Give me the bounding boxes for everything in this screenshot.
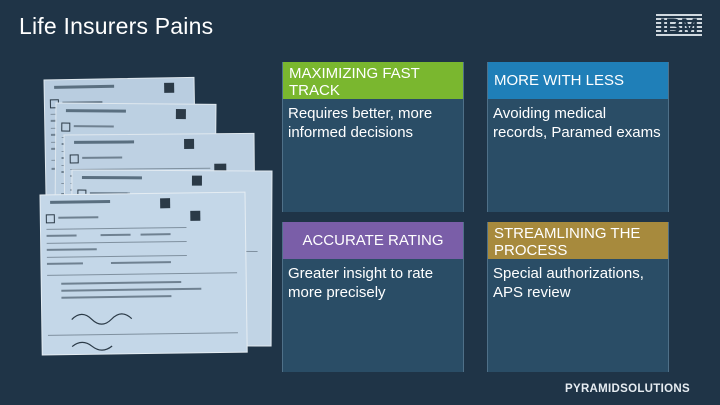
svg-text:IBM: IBM [660, 15, 699, 38]
card-accurate-rating-header: ACCURATE RATING [283, 222, 463, 259]
card-fast-track-body: Requires better, more informed decisions [288, 105, 433, 141]
card-accurate-rating: ACCURATE RATING Greater insight to rate … [282, 222, 464, 372]
pyramid-solutions-logo: PYRAMIDSOLUTIONS [565, 383, 690, 395]
card-accurate-rating-title: ACCURATE RATING [302, 232, 444, 249]
card-more-with-less: MORE WITH LESS Avoiding medical records,… [487, 62, 669, 212]
slide-title: Life Insurers Pains [19, 13, 214, 39]
card-fast-track-header: MAXIMIZING FAST TRACK [283, 62, 463, 99]
card-more-with-less-body: Avoiding medical records, Paramed exams [493, 105, 661, 141]
card-streamlining-title: STREAMLINING THE PROCESS [494, 225, 641, 259]
card-fast-track: MAXIMIZING FAST TRACK Requires better, m… [282, 62, 464, 212]
card-streamlining: STREAMLINING THE PROCESS Special authori… [487, 222, 669, 372]
svg-text:PYRAMIDSOLUTIONS: PYRAMIDSOLUTIONS [565, 383, 690, 395]
card-streamlining-header: STREAMLINING THE PROCESS [488, 222, 668, 259]
card-accurate-rating-body: Greater insight to rate more precisely [288, 265, 434, 301]
form-stack-graphic [39, 76, 273, 356]
card-fast-track-title: MAXIMIZING FAST TRACK [289, 65, 420, 99]
ibm-logo: IBM [656, 14, 702, 38]
card-more-with-less-header: MORE WITH LESS [488, 62, 668, 99]
application-forms-image [36, 75, 286, 360]
card-streamlining-body: Special authorizations, APS review [493, 265, 644, 301]
card-more-with-less-title: MORE WITH LESS [494, 72, 625, 89]
